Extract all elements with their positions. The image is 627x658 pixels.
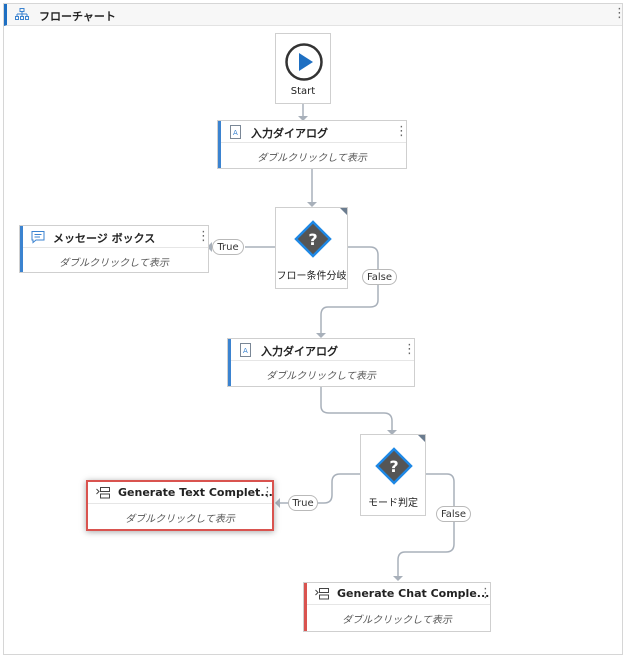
panel-menu-icon[interactable]: ⋮ bbox=[613, 6, 626, 21]
activity-accent-bar bbox=[304, 583, 307, 631]
activity-accent-bar bbox=[228, 339, 231, 386]
activity-input-dialog-1[interactable]: A 入力ダイアログ ⋮ ダブルクリックして表示 bbox=[217, 120, 408, 169]
activity-title: Generate Text Complet... bbox=[118, 486, 273, 499]
activity-accent-bar bbox=[218, 121, 221, 168]
generate-icon bbox=[315, 588, 329, 600]
activity-header: A 入力ダイアログ ⋮ bbox=[231, 339, 416, 361]
panel-header: フローチャート ⋮ bbox=[4, 4, 626, 26]
edge-label-false[interactable]: False bbox=[362, 269, 397, 285]
decision-icon: ? bbox=[375, 447, 413, 485]
activity-menu-icon[interactable]: ⋮ bbox=[395, 124, 408, 139]
activity-input-dialog-2[interactable]: A 入力ダイアログ ⋮ ダブルクリックして表示 bbox=[227, 338, 416, 387]
activity-generate-chat-completion[interactable]: Generate Chat Comple... ⋮ ダブルクリックして表示 bbox=[303, 582, 492, 632]
activity-header: Generate Chat Comple... ⋮ bbox=[307, 583, 492, 605]
input-dialog-icon: A bbox=[240, 343, 251, 357]
activity-title: Generate Chat Comple... bbox=[337, 587, 490, 600]
flowchart-panel: フローチャート ⋮ bbox=[3, 3, 626, 655]
svg-text:A: A bbox=[243, 347, 248, 355]
double-click-hint: ダブルクリックして表示 bbox=[59, 258, 169, 269]
activity-menu-icon[interactable]: ⋮ bbox=[403, 342, 416, 357]
activity-header: Generate Text Complet... ⋮ bbox=[88, 482, 274, 504]
corner-marker bbox=[418, 435, 425, 442]
svg-text:?: ? bbox=[389, 457, 398, 476]
decision-flow-condition[interactable]: ? フロー条件分岐 bbox=[275, 207, 348, 289]
svg-text:?: ? bbox=[308, 230, 317, 249]
edge-label-true[interactable]: True bbox=[288, 495, 318, 511]
edge-label-false[interactable]: False bbox=[436, 506, 471, 522]
activity-menu-icon[interactable]: ⋮ bbox=[261, 485, 274, 500]
input-dialog-icon: A bbox=[230, 125, 241, 139]
decision-label: フロー条件分岐 bbox=[276, 271, 347, 282]
message-box-icon bbox=[31, 231, 45, 244]
activity-accent-bar bbox=[20, 226, 23, 272]
svg-text:A: A bbox=[233, 129, 238, 137]
play-icon bbox=[285, 43, 323, 81]
double-click-hint: ダブルクリックして表示 bbox=[342, 615, 452, 626]
activity-menu-icon[interactable]: ⋮ bbox=[197, 229, 210, 244]
double-click-hint: ダブルクリックして表示 bbox=[125, 514, 235, 525]
double-click-hint: ダブルクリックして表示 bbox=[257, 153, 367, 164]
activity-menu-icon[interactable]: ⋮ bbox=[479, 586, 492, 601]
activity-generate-text-completion[interactable]: Generate Text Complet... ⋮ ダブルクリックして表示 bbox=[86, 480, 274, 531]
activity-title: 入力ダイアログ bbox=[251, 127, 328, 140]
decision-icon: ? bbox=[294, 220, 332, 258]
decision-label: モード判定 bbox=[368, 498, 418, 509]
start-node[interactable]: Start bbox=[275, 33, 331, 104]
activity-header: A 入力ダイアログ ⋮ bbox=[221, 121, 408, 143]
edge-label-true[interactable]: True bbox=[212, 239, 244, 255]
panel-title: フローチャート bbox=[39, 10, 116, 23]
activity-title: メッセージ ボックス bbox=[53, 232, 156, 245]
generate-icon bbox=[96, 487, 110, 499]
start-label: Start bbox=[290, 86, 316, 97]
corner-marker bbox=[340, 208, 347, 215]
activity-title: 入力ダイアログ bbox=[261, 345, 338, 358]
double-click-hint: ダブルクリックして表示 bbox=[266, 371, 376, 382]
decision-mode[interactable]: ? モード判定 bbox=[360, 434, 426, 516]
activity-message-box[interactable]: メッセージ ボックス ⋮ ダブルクリックして表示 bbox=[19, 225, 210, 273]
activity-header: メッセージ ボックス ⋮ bbox=[23, 226, 210, 248]
flowchart-icon bbox=[15, 8, 29, 20]
